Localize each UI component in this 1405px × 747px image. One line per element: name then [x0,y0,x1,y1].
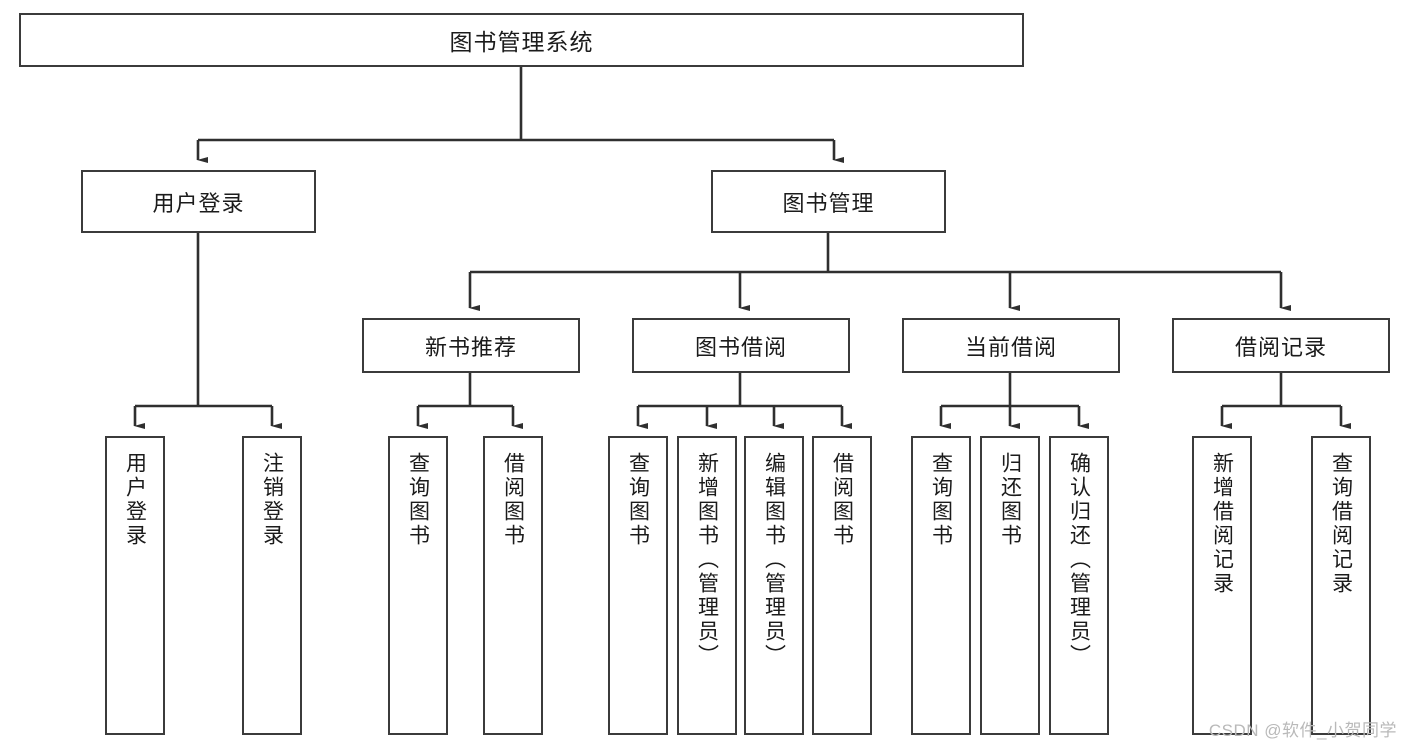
node-leaf-borrow-book-1[interactable]: 借阅图书 [483,436,543,735]
node-root[interactable]: 图书管理系统 [19,13,1024,67]
node-leaf-user-logout-label: 注销登录 [260,452,284,548]
node-leaf-query-book-2-label: 查询图书 [626,452,650,548]
node-leaf-confirm-return-label: 确认归还（管理员） [1067,452,1091,668]
node-leaf-borrow-book-2-label: 借阅图书 [830,452,854,548]
node-leaf-query-book-1[interactable]: 查询图书 [388,436,448,735]
node-leaf-query-record-label: 查询借阅记录 [1329,452,1353,596]
node-leaf-user-logout[interactable]: 注销登录 [242,436,302,735]
node-leaf-borrow-book-2[interactable]: 借阅图书 [812,436,872,735]
node-current-borrow-label: 当前借阅 [964,334,1057,360]
node-leaf-edit-book[interactable]: 编辑图书（管理员） [744,436,804,735]
node-leaf-query-book-2[interactable]: 查询图书 [608,436,668,735]
node-book-manage-label: 图书管理 [782,190,875,216]
node-leaf-add-book[interactable]: 新增图书（管理员） [677,436,737,735]
node-book-manage[interactable]: 图书管理 [711,170,946,233]
node-leaf-query-record[interactable]: 查询借阅记录 [1311,436,1371,735]
node-leaf-add-record-label: 新增借阅记录 [1210,452,1234,596]
node-leaf-confirm-return[interactable]: 确认归还（管理员） [1049,436,1109,735]
node-user-login-label: 用户登录 [152,190,245,216]
node-leaf-borrow-book-1-label: 借阅图书 [501,452,525,548]
node-borrow-record-label: 借阅记录 [1234,334,1327,360]
node-leaf-add-book-label: 新增图书（管理员） [695,452,719,668]
node-leaf-add-record[interactable]: 新增借阅记录 [1192,436,1252,735]
node-user-login[interactable]: 用户登录 [81,170,316,233]
node-leaf-query-book-3-label: 查询图书 [929,452,953,548]
node-leaf-query-book-1-label: 查询图书 [406,452,430,548]
node-new-book-rec[interactable]: 新书推荐 [362,318,580,373]
node-book-borrow-label: 图书借阅 [694,334,787,360]
node-borrow-record[interactable]: 借阅记录 [1172,318,1390,373]
node-leaf-query-book-3[interactable]: 查询图书 [911,436,971,735]
node-current-borrow[interactable]: 当前借阅 [902,318,1120,373]
node-new-book-rec-label: 新书推荐 [424,334,517,360]
node-leaf-user-login[interactable]: 用户登录 [105,436,165,735]
node-leaf-return-book-label: 归还图书 [998,452,1022,548]
node-leaf-return-book[interactable]: 归还图书 [980,436,1040,735]
watermark: CSDN @软件_小贺同学 [1208,721,1397,740]
node-root-label: 图书管理系统 [449,29,594,55]
node-book-borrow[interactable]: 图书借阅 [632,318,850,373]
node-leaf-edit-book-label: 编辑图书（管理员） [762,452,786,668]
node-leaf-user-login-label: 用户登录 [123,452,147,548]
